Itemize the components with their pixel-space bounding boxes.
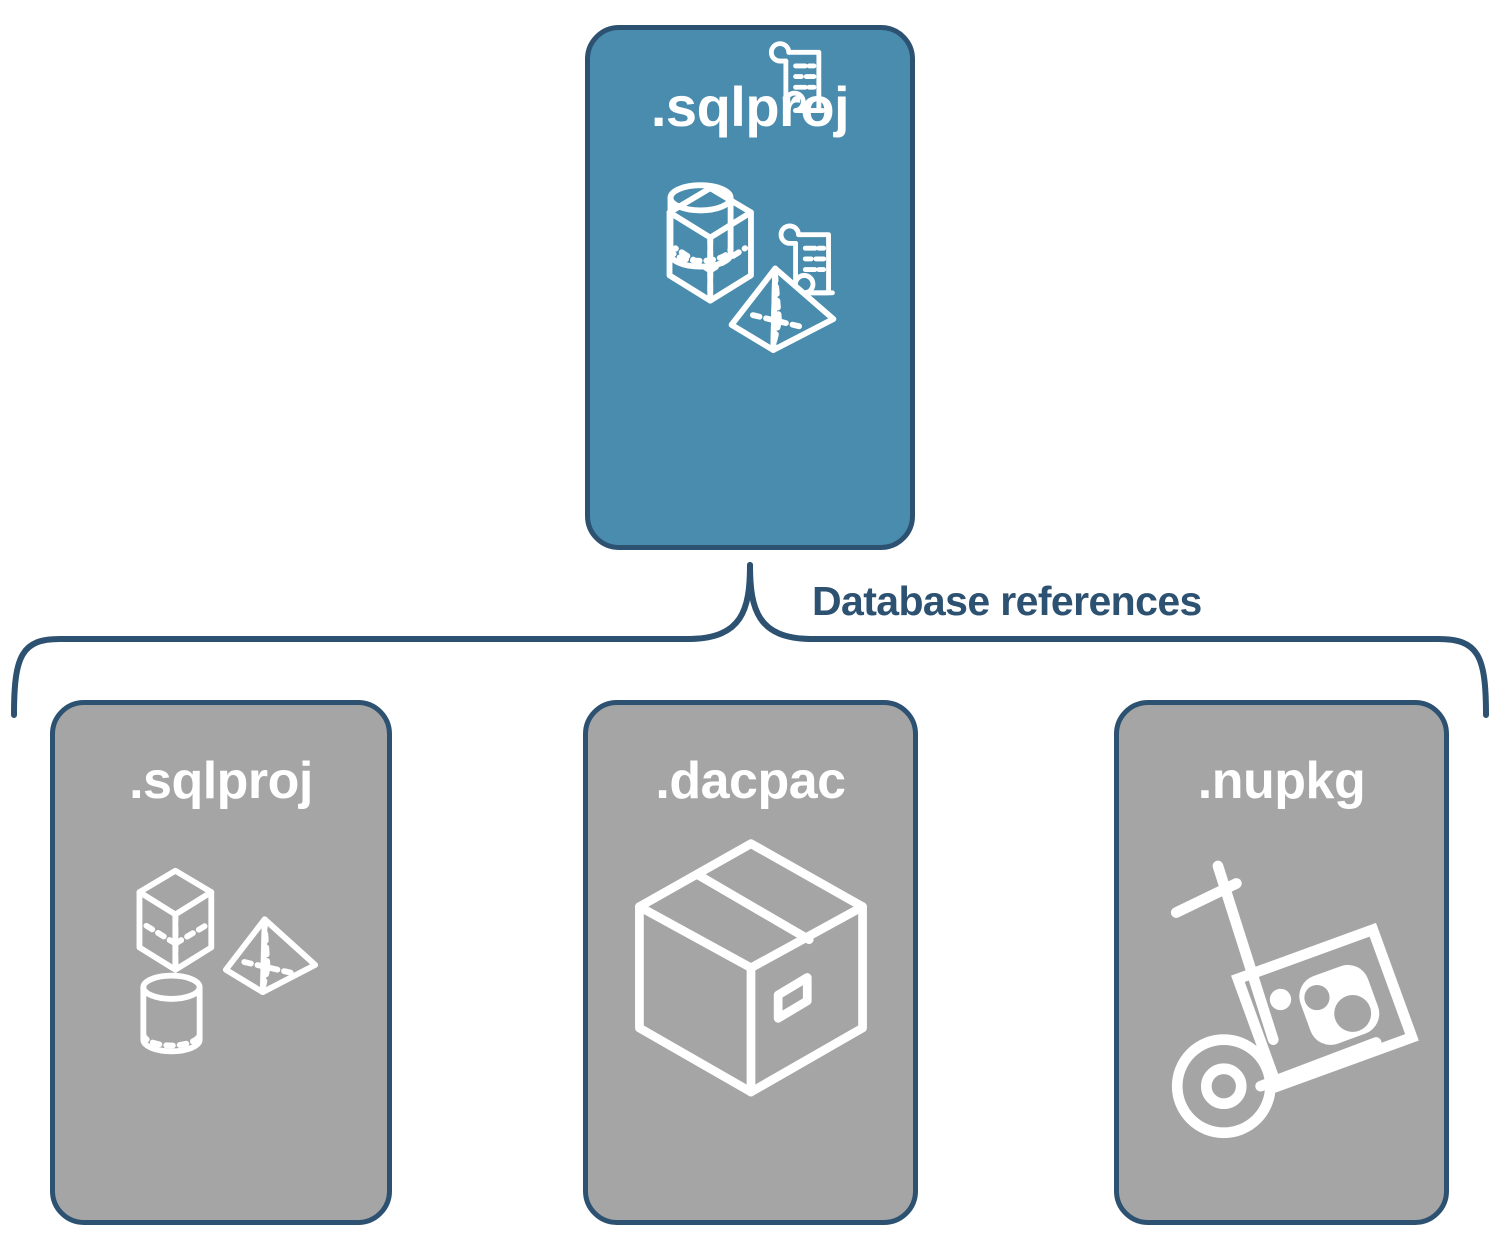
card-dacpac[interactable]: .dacpac [583, 700, 918, 1225]
hand-truck-package-icon [1170, 860, 1382, 1139]
package-box-icon [635, 839, 867, 1097]
card-sqlproj-reference-label: .sqlproj [129, 752, 313, 810]
cylinder-wireframe-icon [667, 182, 734, 270]
card-sqlproj-root-label: .sqlproj [650, 75, 850, 138]
cube-wireframe-icon [666, 185, 754, 304]
pyramid-wireframe-icon [728, 265, 837, 353]
card-dacpac-label: .dacpac [655, 752, 846, 810]
bracket-label: Database references [812, 578, 1202, 624]
scroll-document-icon [778, 223, 835, 296]
database-references-bracket [11, 562, 1489, 718]
nuget-package-icon [1231, 922, 1419, 1094]
cylinder-wireframe-icon [140, 972, 203, 1055]
card-sqlproj-reference[interactable]: .sqlproj [50, 700, 392, 1225]
cube-wireframe-icon [136, 867, 215, 973]
card-nupkg[interactable]: .nupkg [1114, 700, 1449, 1225]
card-sqlproj-root[interactable]: .sqlproj [585, 25, 915, 550]
card-nupkg-label: .nupkg [1197, 752, 1366, 810]
pyramid-wireframe-icon [222, 916, 319, 996]
